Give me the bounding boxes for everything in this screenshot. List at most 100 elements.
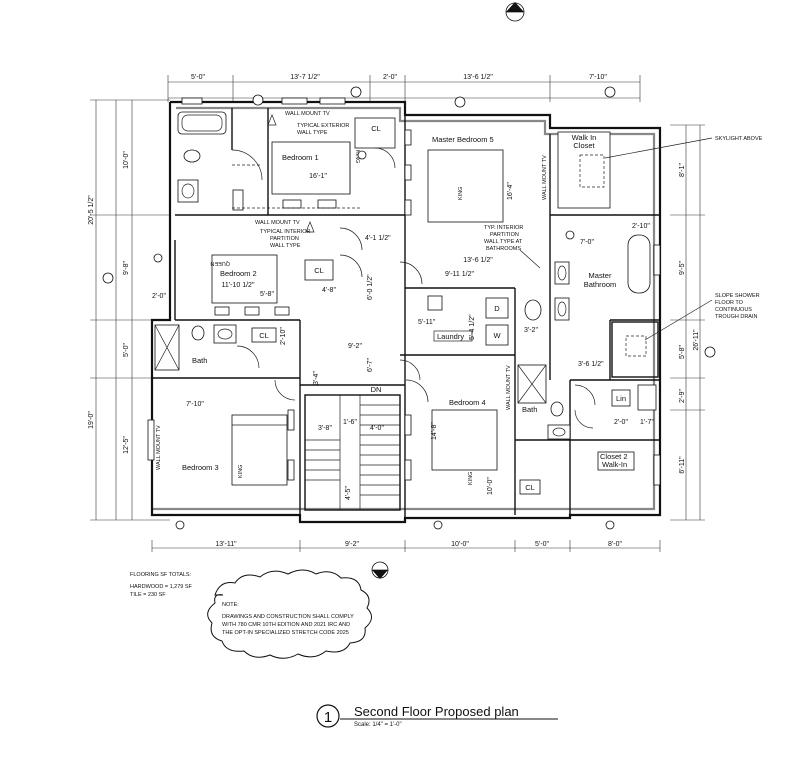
callout-slope-2: FLOOR TO <box>715 300 744 306</box>
dim-bottom-3: 10'-0" <box>451 541 469 548</box>
stairs-dn-label: DN <box>371 385 382 394</box>
note-line-2: WITH 780 CMR 10TH EDITION AND 2021 IRC A… <box>222 622 350 628</box>
laundry: D W 5'-11" 5'-4 1/2" Laundry <box>418 295 509 346</box>
dim-b1-width: 16'-1" <box>309 173 327 180</box>
dim-misc-11: 10'-0" <box>487 477 494 495</box>
note-title: NOTE: <box>222 602 239 608</box>
master-bath-label-1: Master <box>589 271 612 280</box>
bath-left-mid: Bath CL 2'-10" <box>154 324 287 371</box>
dim-hall-2: 9'-2" <box>348 343 362 350</box>
note-line-1: DRAWINGS AND CONSTRUCTION SHALL COMPLY <box>222 614 354 620</box>
callout-wall-mount-tv-3: WALL MOUNT TV <box>156 425 162 470</box>
note-line-3: THE OPT-IN SPECIALIZED STRETCH CODE 2025 <box>222 630 349 636</box>
callout-skylight: SKYLIGHT ABOVE <box>715 136 763 142</box>
flooring-hardwood: HARDWOOD = 1,279 SF <box>130 584 193 590</box>
bath-left-label: Bath <box>192 356 207 365</box>
callout-partition-1: PARTITION <box>270 236 299 242</box>
dim-stair-1: 3'-8" <box>318 425 332 432</box>
dim-master-width: 13'-6 1/2" <box>463 257 493 264</box>
bed-king-label-5: KING <box>458 187 464 200</box>
dim-bottom-5: 8'-0" <box>608 541 622 548</box>
dim-misc-7: 4'-8" <box>322 287 336 294</box>
dim-top-4: 13'-6 1/2" <box>463 74 493 81</box>
bedroom-4-and-bath: Bath Bedroom 4 KING 14'-8" WALL MOUNT TV… <box>405 364 615 530</box>
dim-b3-width: 7'-10" <box>186 401 204 408</box>
closet2-label-1: Closet 2 <box>600 452 628 461</box>
callouts-top-left: WALL MOUNT TV TYPICAL EXTERIOR WALL TYPE… <box>255 111 349 249</box>
dim-right-6: 6'-11" <box>679 456 686 474</box>
dim-misc-6: 1'-7" <box>640 419 654 426</box>
lin-label: Lin <box>616 394 626 403</box>
callout-partition-2: PARTITION <box>490 232 519 238</box>
dim-stair-3: 4'-0" <box>370 425 384 432</box>
bedroom-2: Bedroom 2 QUEEN 11'-10 1/2" CL 4'-8" 5'-… <box>152 253 363 316</box>
title-scale: Scale: 1/4" = 1'-0" <box>354 722 402 728</box>
callout-wall-type-at: WALL TYPE AT <box>484 239 523 245</box>
dim-misc-2: 2'-10" <box>632 223 650 230</box>
bedroom-4-label: Bedroom 4 <box>449 398 486 407</box>
laundry-label: Laundry <box>437 332 464 341</box>
dim-master-height: 16'-4" <box>507 182 514 200</box>
dim-top-5: 7'-10" <box>589 74 607 81</box>
interior-walls <box>152 108 660 518</box>
dim-laundry-1: 5'-11" <box>418 319 436 326</box>
cl-label-1: CL <box>371 124 381 133</box>
dim-b2-width: 11'-10 1/2" <box>222 282 255 289</box>
bedroom-3-label: Bedroom 3 <box>182 463 219 472</box>
bedroom-1: Bedroom 1 KING 16'-1" CL <box>232 86 396 211</box>
dim-right-1: 8'-1" <box>679 163 686 177</box>
dim-misc-5: 2'-0" <box>614 419 628 426</box>
bedroom-3: Bedroom 3 KING 7'-10" WALL MOUNT TV <box>156 379 296 530</box>
callout-bathrooms: BATHROOMS <box>486 246 521 252</box>
walkin-closet-master: Walk In Closet SKYLIGHT ABOVE <box>557 86 763 240</box>
bed-king-label-4: KING <box>468 472 474 485</box>
dim-right-5: 2'-9" <box>679 389 686 403</box>
title-text: Second Floor Proposed plan <box>354 704 519 719</box>
dim-top-3: 2'-0" <box>383 74 397 81</box>
washer-label: W <box>493 331 501 340</box>
callout-wall-mount-tv-1: WALL MOUNT TV <box>285 111 330 117</box>
callout-wall-mount-tv-4: WALL MOUNT TV <box>542 155 548 200</box>
drawing-title-block: 1 Second Floor Proposed plan Scale: 1/4"… <box>316 704 558 728</box>
flooring-totals: FLOORING SF TOTALS: HARDWOOD = 1,279 SF … <box>130 572 193 598</box>
callout-wall-type-1: WALL TYPE <box>297 130 328 136</box>
dim-laundry-2: 5'-4 1/2" <box>469 314 476 340</box>
callout-wall-mount-tv-5: WALL MOUNT TV <box>506 365 512 410</box>
flooring-tile: TILE = 230 SF <box>130 592 166 598</box>
dim-hall-5: 6'-0 1/2" <box>367 274 374 300</box>
bath-fixtures-top-left <box>177 111 263 203</box>
dim-misc-10: 2'-10" <box>280 327 287 345</box>
callout-slope-4: TROUGH DRAIN <box>715 314 758 320</box>
dim-right-4: 5'-8" <box>679 345 686 359</box>
dim-hall-3: 6'-7" <box>367 358 374 372</box>
dim-misc-9: 3'-4" <box>313 371 320 385</box>
dim-right-3: 26'-11" <box>693 329 700 351</box>
dim-misc-12: 2'-0" <box>152 293 166 300</box>
closet-2-and-linen: Lin 2'-0" 1'-7" Closet 2 Walk-In <box>574 384 657 471</box>
dim-stair-2: 1'-6" <box>343 419 357 426</box>
master-bedroom-label: Master Bedroom 5 <box>432 135 494 144</box>
dim-misc-4: 3'-6 1/2" <box>578 361 604 368</box>
master-bedroom: Master Bedroom 5 KING 16'-4" 13'-6 1/2" … <box>427 96 548 269</box>
bed-queen-label: QUEEN <box>210 260 230 266</box>
dim-left-5: 12'-5" <box>123 436 130 454</box>
callout-typ-interior: TYP. INTERIOR <box>484 225 523 231</box>
dim-left-1: 10'-0" <box>123 151 130 169</box>
cl-label-3: CL <box>259 331 269 340</box>
dim-left-2: 20'-5 1/2" <box>88 195 95 225</box>
callout-wall-mount-tv-2: WALL MOUNT TV <box>255 220 300 226</box>
bedroom-2-label: Bedroom 2 <box>220 269 257 278</box>
dim-left-6: 19'-0" <box>88 411 95 429</box>
dim-top-2: 13'-7 1/2" <box>290 74 320 81</box>
left-dimension-string: 10'-0" 20'-5 1/2" 9'-8" 5'-0" 12'-5" 19'… <box>88 99 170 521</box>
hall-dimensions: 4'-1 1/2" 6'-0 1/2" 9'-2" 6'-7" 3'-4" 9'… <box>313 227 475 385</box>
dim-b4-height: 14'-8" <box>431 422 438 440</box>
title-number: 1 <box>324 709 332 726</box>
bath-right-label: Bath <box>522 405 537 414</box>
dim-right-2: 9'-5" <box>679 261 686 275</box>
dim-bottom-2: 9'-2" <box>345 541 359 548</box>
callout-wall-type-2: WALL TYPE <box>270 243 301 249</box>
dim-bottom-1: 13'-11" <box>215 541 237 548</box>
dim-top-1: 5'-0" <box>191 74 205 81</box>
